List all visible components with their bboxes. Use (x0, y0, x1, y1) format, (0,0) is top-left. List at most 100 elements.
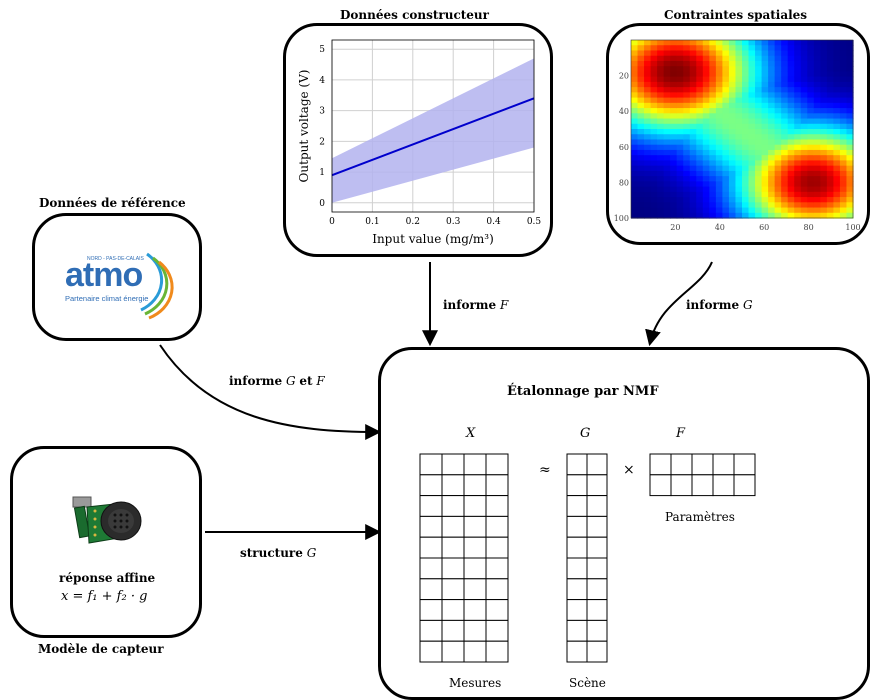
heatmap-cell (839, 155, 848, 162)
heatmap-cell (807, 170, 815, 177)
heatmap-cell (787, 113, 795, 120)
heatmap-cell (663, 113, 671, 120)
heatmap-cell (644, 71, 652, 78)
heatmap-cell (689, 134, 697, 141)
heatmap-cell (709, 108, 717, 114)
heatmap-cell (787, 118, 795, 125)
heatmap-cell (839, 207, 848, 214)
heatmap-cell (794, 113, 802, 120)
heatmap-cell (846, 191, 854, 198)
heatmap-cell (728, 181, 737, 188)
heatmap-cell (755, 197, 763, 203)
heatmap-cell (826, 97, 835, 104)
heatmap-cell (807, 108, 815, 114)
heatmap-cell (833, 102, 841, 109)
heatmap-cell (833, 113, 841, 120)
x-tick-label: 0 (329, 217, 335, 227)
heatmap-cell (781, 76, 789, 83)
heatmap-cell (631, 191, 639, 198)
heatmap-cell (722, 118, 730, 125)
heatmap-cell (839, 76, 848, 83)
heatmap-x-tick-label: 40 (715, 223, 725, 232)
matrix-cell (485, 474, 509, 497)
heatmap-cell (637, 212, 645, 219)
x-tick-label: 0.3 (446, 217, 461, 227)
heatmap-cell (728, 45, 737, 52)
heatmap-cell (683, 81, 691, 88)
heatmap-cell (631, 160, 639, 167)
heatmap-cell (644, 55, 652, 62)
heatmap-cell (676, 76, 684, 83)
heatmap-cell (663, 129, 671, 135)
heatmap-cell (709, 170, 717, 177)
heatmap-cell (689, 76, 697, 83)
heatmap-cell (800, 170, 808, 177)
heatmap-cell (702, 155, 710, 162)
heatmap-cell (807, 144, 815, 151)
heatmap-cell (735, 66, 743, 73)
heatmap-cell (742, 123, 750, 130)
heatmap-cell (768, 144, 776, 151)
heatmap-cell (650, 139, 658, 146)
heatmap-cell (696, 181, 704, 188)
matrix-cell (566, 536, 588, 559)
atmo-logo-swoosh (140, 252, 174, 320)
heatmap-cell (689, 165, 697, 172)
heatmap-cell (676, 170, 684, 177)
heatmap-cell (800, 212, 808, 219)
heatmap-cell (820, 118, 828, 125)
heatmap-cell (826, 165, 835, 172)
heatmap-cell (800, 197, 808, 203)
heatmap-cell (787, 108, 795, 114)
heatmap-cell (787, 123, 795, 130)
heatmap-cell (826, 202, 835, 209)
heatmap-cell (670, 50, 678, 57)
heatmap-cell (839, 165, 848, 172)
heatmap-cell (820, 50, 828, 57)
matrix-cell (566, 640, 588, 663)
heatmap-cell (794, 87, 802, 93)
heatmap-cell (696, 212, 704, 219)
heatmap-cell (807, 186, 815, 193)
heatmap-cell (787, 45, 795, 52)
heatmap-cell (689, 113, 697, 120)
heatmap-cell (657, 81, 665, 88)
heatmap-cell (807, 60, 815, 67)
heatmap-cell (696, 50, 704, 57)
heatmap-cell (702, 191, 710, 198)
heatmap-cell (781, 81, 789, 88)
heatmap-cell (637, 202, 645, 209)
heatmap-cell (637, 123, 645, 130)
heatmap-cell (644, 160, 652, 167)
heatmap-cell (715, 212, 724, 219)
heatmap-cell (833, 160, 841, 167)
heatmap-cell (742, 92, 750, 99)
heatmap-cell (683, 165, 691, 172)
heatmap-cell (748, 149, 756, 156)
heatmap-cell (774, 92, 782, 99)
heatmap-cell (676, 102, 684, 109)
label-informe-F: informe F (443, 298, 509, 312)
matrix-cell (485, 578, 509, 601)
heatmap-cell (650, 76, 658, 83)
heatmap-cell (689, 108, 697, 114)
matrix-cell (566, 619, 588, 642)
heatmap-cell (657, 87, 665, 93)
heatmap-cell (846, 144, 854, 151)
sensor-image (72, 496, 142, 544)
heatmap-cell (742, 207, 750, 214)
heatmap-cell (768, 176, 776, 182)
heatmap-cell (650, 144, 658, 151)
heatmap-y-tick-label: 100 (614, 214, 629, 223)
heatmap-cell (794, 92, 802, 99)
heatmap-cell (702, 134, 710, 141)
heatmap-cell (689, 129, 697, 135)
heatmap-cell (794, 40, 802, 46)
heatmap-cell (637, 170, 645, 177)
heatmap-cell (846, 118, 854, 125)
matrix-f (649, 453, 756, 501)
heatmap-cell (715, 186, 724, 193)
heatmap-cell (742, 139, 750, 146)
heatmap-cell (807, 197, 815, 203)
heatmap-cell (826, 191, 835, 198)
